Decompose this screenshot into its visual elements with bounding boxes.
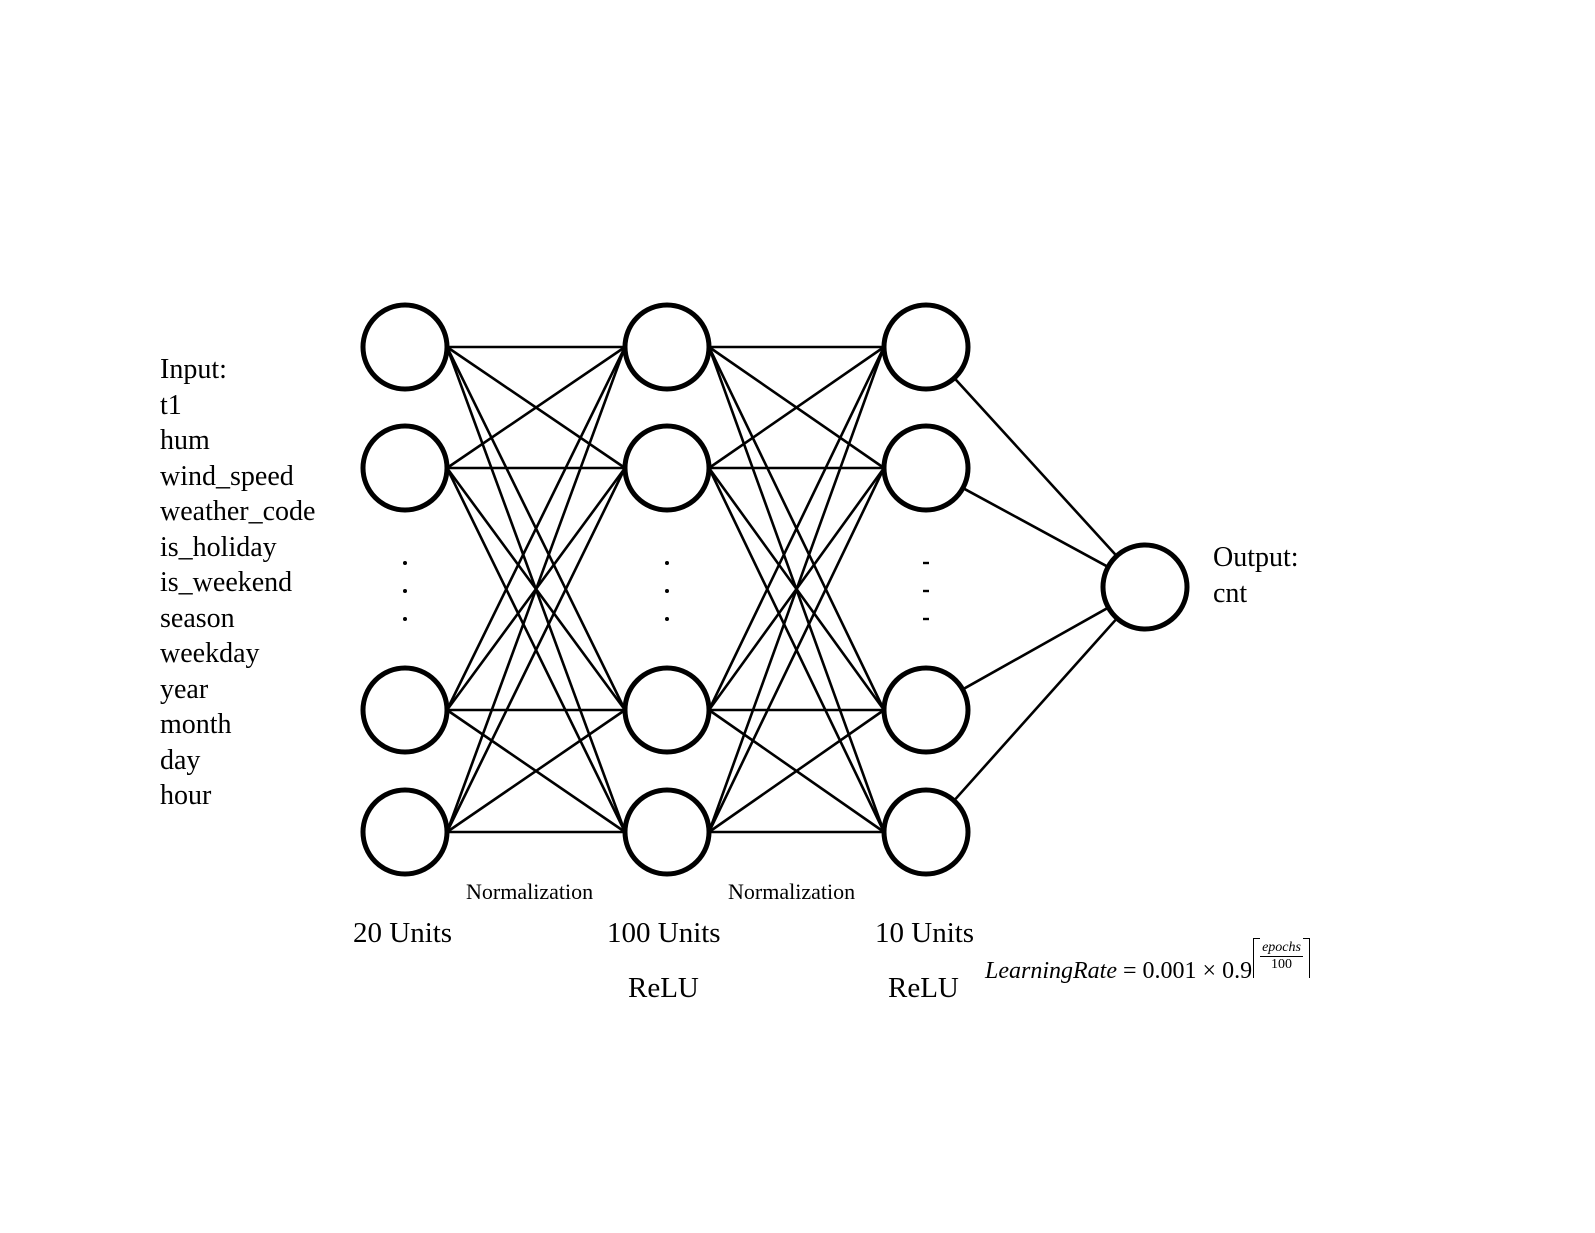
normalization-label-2: Normalization [728, 879, 856, 904]
formula-exponent-numerator: epochs [1260, 940, 1303, 957]
formula-exponent-denominator: 100 [1271, 957, 1293, 972]
layer-2-activation: ReLU [628, 972, 699, 1004]
input-feature: month [160, 709, 232, 740]
neurons [360, 302, 1190, 877]
output-edge [961, 606, 1110, 691]
input-feature: is_holiday [160, 531, 277, 563]
layer-3-units: 10 Units [875, 917, 975, 949]
input-feature: year [160, 673, 209, 705]
ellipsis-dot [403, 561, 407, 565]
ellipsis-dot [665, 617, 669, 621]
input-feature: hum [160, 425, 210, 456]
formula-expression: = 0.001 × 0.9 [1117, 958, 1253, 984]
layer-1-units: 20 Units [353, 917, 453, 949]
normalization-label-1: Normalization [466, 879, 594, 904]
output-neuron [1100, 542, 1190, 632]
ellipsis-dot [403, 589, 407, 593]
input-feature: weather_code [160, 496, 316, 527]
ellipsis-dash [923, 617, 929, 621]
neuron-layer-1 [360, 665, 450, 755]
connection-edge [707, 467, 886, 833]
neuron-layer-2 [622, 302, 712, 392]
connection-edge [446, 345, 626, 470]
connection-edge [445, 467, 627, 833]
neuron-layer-2 [622, 665, 712, 755]
layer-2-units: 100 Units [607, 917, 721, 949]
neuron-layer-2 [622, 423, 712, 513]
output-edge [953, 377, 1118, 557]
output-heading: Output: [1213, 542, 1299, 573]
neuron-layer-1 [360, 302, 450, 392]
output-edge [953, 617, 1118, 802]
neuron-layer-3 [881, 423, 971, 513]
ellipsis-dash [923, 589, 929, 593]
connection-edge [445, 346, 627, 711]
neuron-layer-2 [622, 787, 712, 877]
input-feature: season [160, 602, 235, 634]
input-feature: day [160, 744, 201, 776]
connection-edge [446, 708, 626, 834]
neuron-layer-3 [881, 665, 971, 755]
connection-edge [707, 346, 886, 833]
connection-edge [445, 346, 627, 833]
connection-edge [708, 345, 885, 470]
ellipsis-dot [665, 561, 669, 565]
neuron-layer-1 [360, 423, 450, 513]
input-heading: Input: [160, 354, 227, 385]
neuron-layer-3 [881, 302, 971, 392]
connection-edge [708, 708, 885, 834]
neuron-layer-1 [360, 787, 450, 877]
input-feature: hour [160, 780, 212, 811]
input-feature-list: Input: t1 hum wind_speed weather_code is… [160, 352, 315, 814]
connections [445, 345, 1118, 834]
input-feature: wind_speed [160, 460, 294, 492]
input-feature: weekday [160, 638, 260, 669]
output-edge [962, 486, 1109, 569]
ellipsis-dot [665, 589, 669, 593]
output-label: Output: cnt [1213, 540, 1299, 612]
formula-variable: LearningRate [985, 958, 1117, 984]
connection-edge [707, 346, 886, 711]
ellipsis-marks [403, 561, 929, 621]
input-feature: t1 [160, 389, 182, 421]
output-feature: cnt [1213, 578, 1248, 609]
ellipsis-dot [403, 617, 407, 621]
ellipsis-dash [923, 561, 929, 565]
input-feature: is_weekend [160, 567, 293, 598]
neuron-layer-3 [881, 787, 971, 877]
layer-3-activation: ReLU [888, 972, 959, 1004]
